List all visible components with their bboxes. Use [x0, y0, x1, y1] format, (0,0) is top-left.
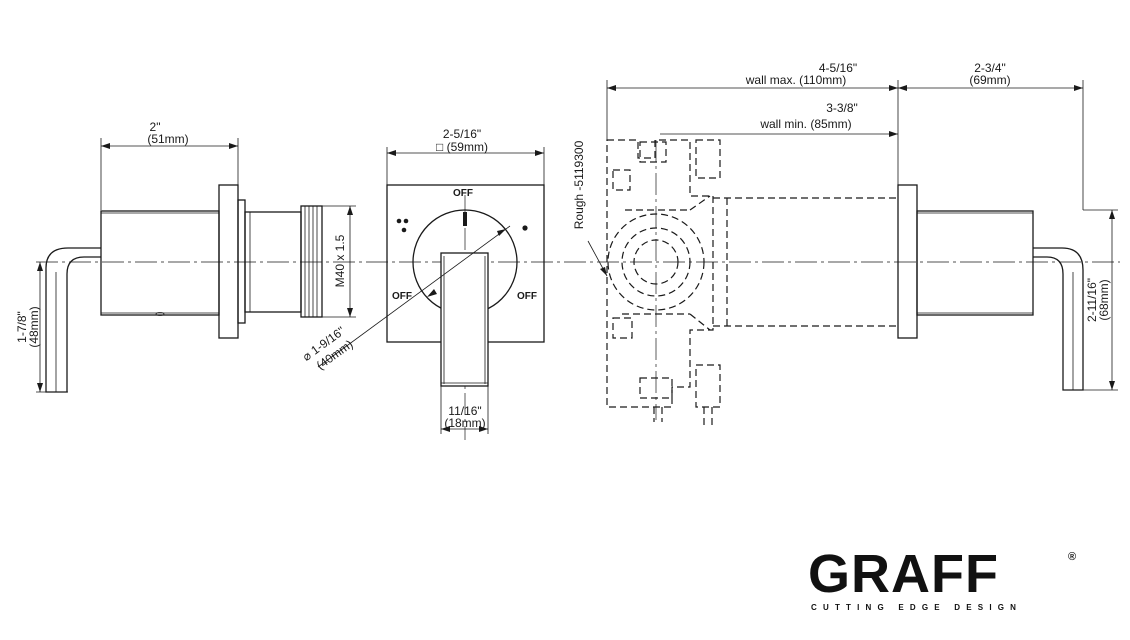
handle-drop-mm-label: (48mm) — [27, 306, 41, 347]
wall-min-in-label: 3-3/8" — [826, 101, 858, 115]
trim-depth-mm-label: (69mm) — [969, 73, 1010, 87]
plate-width-in-label: 2-5/16" — [443, 127, 481, 141]
rough-part-label: Rough -5119300 — [572, 140, 586, 229]
brand-registered-mark: ® — [1068, 551, 1076, 563]
graff-logo: GRAFF ® CUTTING EDGE DESIGN — [808, 544, 1076, 612]
trim-depth-in-label: 2-3/4" — [974, 61, 1006, 75]
lever-width-mm-label: (18mm) — [444, 416, 485, 430]
wall-min-mm-label: wall min. (85mm) — [759, 117, 851, 131]
plate-width-mm-label: □ (59mm) — [436, 140, 488, 154]
lever-width-in-label: 11/16" — [448, 404, 481, 418]
wall-max-in-label: 4-5/16" — [819, 61, 857, 75]
off-left-label: OFF — [392, 291, 412, 302]
rough-valve-view: 4-5/16" wall max. (110mm) 2-3/4" (69mm) … — [572, 61, 1118, 428]
brand-tagline: CUTTING EDGE DESIGN — [811, 603, 1022, 612]
side-width-mm-label: (51mm) — [147, 132, 188, 146]
side-width-in-label: 2" — [150, 120, 161, 134]
handle-height-mm-label: (68mm) — [1097, 279, 1111, 320]
thread-spec-label: M40 x 1.5 — [333, 234, 347, 287]
off-right-label: OFF — [517, 291, 537, 302]
handle-height-in-label: 2-11/16" — [1085, 278, 1099, 322]
side-view: 2" (51mm) 1-7/8" (48mm) M — [15, 120, 356, 393]
handle-drop-in-label: 1-7/8" — [15, 311, 29, 343]
wall-max-mm-label: wall max. (110mm) — [745, 73, 846, 87]
off-top-label: OFF — [453, 188, 473, 199]
brand-name: GRAFF — [808, 544, 999, 604]
